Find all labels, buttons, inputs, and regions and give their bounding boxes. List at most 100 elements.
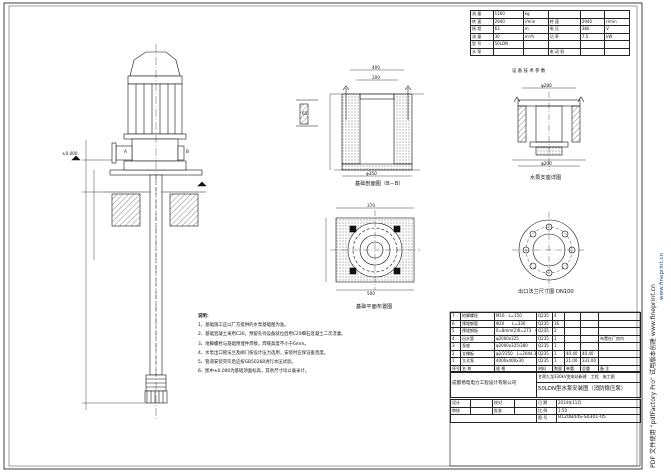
bom-cell: Q235: [536, 349, 553, 358]
dim-200: 200: [372, 75, 380, 80]
bom-cell: 21.00: [564, 357, 581, 366]
foundation-plan-view: [325, 207, 420, 291]
title-block-meta: 设计 校对 日 期 2014年11月 审核 批准 比 例 1:50 图 号 B1…: [450, 399, 641, 423]
spec-cell: [522, 40, 549, 49]
bom-cell: Φ20 L=330: [494, 319, 537, 328]
spec-cell: 7.5: [579, 32, 606, 41]
bom-cell: 泵座: [460, 342, 495, 351]
bom-cell: 5: [450, 327, 461, 336]
spec-cell: m³/h: [522, 32, 549, 41]
dim-phi-350: φ350: [366, 171, 377, 176]
dim-370: 370: [367, 203, 375, 208]
bom-cell: 3: [450, 342, 461, 351]
bom-cell: 4000x400x30: [494, 357, 537, 366]
bom-cell: 立式泵: [460, 357, 495, 366]
elevation-zero: ±0.000: [62, 151, 78, 156]
bom-cell: [564, 342, 581, 351]
bom-cell: [580, 312, 599, 321]
spec-cell: 1160: [492, 10, 524, 19]
spec-cell: 50LDN: [492, 40, 524, 49]
spec-cell: m: [522, 25, 549, 34]
spec-row: 水 泵电 动 机: [470, 47, 630, 56]
drawing-title: 50LDN型水泵安装图（消防稳压泵）: [536, 382, 641, 398]
note-item: 4、水泵出口管法兰及阀门按设计压力选用，安装时应保证垂直度。: [198, 350, 329, 356]
spec-cell: [522, 47, 549, 56]
bom-cell: φ2000x325/380: [494, 342, 537, 351]
spec-cell: r/min: [522, 17, 549, 26]
bom-cell: 7: [450, 312, 461, 321]
dim-500: 500: [367, 291, 375, 296]
bom-cell: 16: [552, 319, 565, 328]
bom-cell: δ=8mm(2)δ=273 δ=10: [494, 327, 537, 336]
title-block: 成都扬电电力工程设计有限公司 甘肃九龙330kV变电站新建 工程 施工图 50L…: [450, 371, 641, 398]
bom-cell: 1: [552, 349, 565, 358]
bom-cell: Q235: [536, 312, 553, 321]
spec-cell: [579, 10, 606, 19]
bom-cell: 支撑板: [460, 349, 495, 358]
drawing-scale: 1:50: [556, 406, 641, 415]
spec-cell: 30: [492, 32, 524, 41]
spec-cell: [604, 40, 630, 49]
spec-cell: 63: [492, 25, 524, 34]
section-mark-b: B: [186, 149, 189, 154]
bom-cell: [580, 342, 599, 351]
watermark-url: www.fineprint.cn: [659, 252, 665, 300]
role-approve: 批准: [492, 406, 515, 415]
bom-cell: 1: [552, 334, 565, 343]
bom-cell: 2: [552, 327, 565, 336]
spec-cell: V: [604, 25, 630, 34]
note-item: 1、基础施工应以厂方提供的水泵基础图为准。: [198, 323, 289, 329]
spec-cell: [604, 10, 630, 19]
date-label: 日 期: [536, 399, 557, 408]
bom-cell: 40.40: [564, 349, 581, 358]
pdf-watermark: PDF 文件使用 "pdfFactory Pro" 试用版本创建 www.fin…: [650, 284, 657, 468]
spec-cell: 型 号: [470, 40, 494, 49]
spec-cell: kW: [604, 32, 630, 41]
bom-cell: [580, 327, 599, 336]
foundation-section-caption: 基础剖面图（B－B）: [355, 181, 404, 187]
drawing-date: 2014年11月: [556, 399, 641, 408]
bom-cell: [598, 342, 641, 351]
project-name: 甘肃九龙330kV变电站新建 工程 施工图: [536, 371, 641, 383]
note-item: 2、基础混凝土采用C20，预留孔待设备就位后用C25细石混凝土二次浇灌。: [198, 332, 346, 338]
bom-cell: 预埋钢板: [460, 327, 495, 336]
bom-cell: Q235: [536, 319, 553, 328]
dim-65: 65: [302, 111, 308, 116]
bom-cell: 40.40: [580, 349, 599, 358]
support-detail-caption: 水泵支座详图: [530, 175, 562, 181]
bom-cell: 出水管: [460, 334, 495, 343]
spec-cell: kg: [522, 10, 549, 19]
spec-cell: [492, 47, 524, 56]
bom-cell: [580, 334, 599, 343]
spec-cell: r/min: [604, 17, 630, 26]
bom-cell: 4: [552, 312, 565, 321]
spec-cell: 电 压: [547, 25, 581, 34]
spec-cell: 2940: [492, 17, 524, 26]
bom-cell: 地脚螺栓: [460, 312, 495, 321]
outlet-flange-view: [512, 212, 586, 288]
bom-cell: 2: [450, 349, 461, 358]
role-design: 设计: [450, 399, 471, 408]
foundation-plan-caption: 基础平面布置图: [356, 304, 393, 310]
spec-cell: 转 速: [547, 17, 581, 26]
company-name: 成都扬电电力工程设计有限公司: [450, 371, 537, 398]
spec-cell: [579, 40, 606, 49]
bom-cell: [564, 312, 581, 321]
role-check: 校对: [492, 399, 515, 408]
section-mark-a: A: [124, 149, 127, 154]
spec-cell: 380: [579, 25, 606, 34]
dim-400: 400: [372, 65, 380, 70]
spec-cell: [604, 47, 630, 56]
foundation-section-view: [296, 69, 424, 177]
